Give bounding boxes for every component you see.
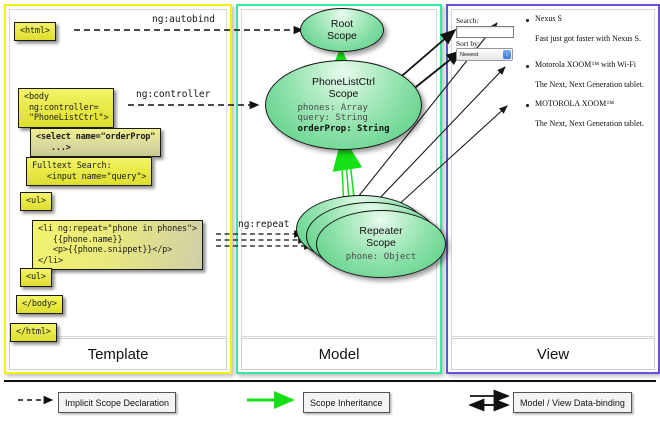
label-ng-repeat: ng:repeat: [238, 219, 290, 230]
code-box-html-open: <html>: [14, 22, 56, 41]
code-box-fulltext-search: Fulltext Search: <input name="query">: [26, 157, 153, 186]
scope-root-title: Root Scope: [327, 18, 357, 42]
code-box-body-close: </body>: [16, 295, 63, 314]
list-bullet-icon: [526, 65, 529, 68]
legend-arrows: [18, 389, 510, 412]
panel-view: View: [446, 4, 660, 374]
panel-view-body: [451, 9, 655, 337]
scope-repeater-title: Repeater Scope: [359, 225, 403, 250]
view-sort-label: Sort by:: [456, 39, 480, 48]
code-box-body-open: <body ng:controller= "PhoneListCtrl">: [18, 88, 115, 128]
scope-phonelistctrl-props: phones: Array query: String orderProp: S…: [297, 103, 389, 135]
view-item-name: Motorola XOOM™ with Wi-Fi: [535, 60, 636, 69]
scope-repeater: Repeater Scope phone: Object: [316, 210, 446, 278]
legend-divider: [4, 380, 656, 382]
panel-model-label: Model: [241, 338, 437, 370]
list-bullet-icon: [526, 104, 529, 107]
legend-item-scope-inheritance: Scope Inheritance: [303, 392, 390, 413]
code-box-html-close: </html>: [10, 323, 57, 342]
view-item-snippet: The Next, Next Generation tablet.: [535, 80, 644, 89]
sort-select[interactable]: Newest ↕: [456, 48, 513, 61]
view-item-snippet: The Next, Next Generation tablet.: [535, 119, 644, 128]
scope-repeater-props: phone: Object: [346, 252, 416, 263]
scope-root: Root Scope: [300, 8, 384, 52]
view-item-name: Nexus S: [535, 14, 562, 23]
chevron-updown-icon: ↕: [503, 50, 511, 59]
panel-view-label: View: [451, 338, 655, 370]
view-search-label: Search:: [456, 16, 479, 25]
scope-phonelistctrl-title: PhoneListCtrl Scope: [311, 75, 376, 100]
prop-phones: phones: Array: [297, 102, 368, 113]
code-box-ul-open: <ul>: [20, 192, 52, 211]
code-box-ul-close: <ul>: [20, 268, 52, 287]
prop-orderprop: orderProp: String: [297, 123, 390, 134]
scope-phonelistctrl: PhoneListCtrl Scope phones: Array query:…: [265, 60, 422, 150]
view-item-snippet: Fast just got faster with Nexus S.: [535, 34, 641, 43]
code-box-select-orderprop: <select name="orderProp" ...>: [30, 128, 162, 157]
legend-item-model-view-data-binding: Model / View Data-binding: [513, 392, 632, 413]
list-bullet-icon: [526, 19, 529, 22]
view-item-name: MOTOROLA XOOM™: [535, 99, 615, 108]
label-ng-autobind: ng:autobind: [152, 14, 215, 25]
legend-item-implicit-scope-declaration: Implicit Scope Declaration: [58, 392, 177, 413]
search-input[interactable]: [456, 26, 514, 38]
code-box-li-ng-repeat: <li ng:repeat="phone in phones"> {{phone…: [32, 220, 203, 270]
panel-template-label: Template: [9, 338, 227, 370]
prop-phone: phone: Object: [345, 252, 417, 263]
label-ng-controller: ng:controller: [136, 89, 211, 100]
prop-query: query: String: [297, 113, 368, 124]
legend: Implicit Scope Declaration Scope Inherit…: [0, 378, 660, 421]
sort-select-value: Newest: [460, 51, 479, 58]
